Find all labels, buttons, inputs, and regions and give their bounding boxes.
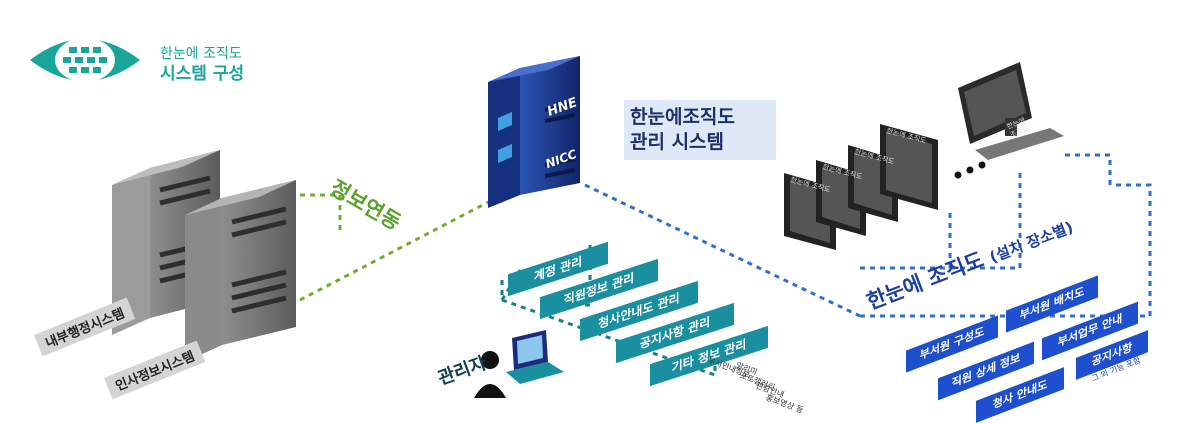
main-server-icon: [488, 56, 580, 208]
laptop-icon: [506, 330, 564, 384]
kiosk-link-lines: [584, 153, 1152, 318]
hr-system-server-icon: [185, 180, 296, 362]
management-title-line1: 한눈에조직도: [630, 106, 735, 128]
info-link-line: [299, 193, 501, 302]
management-system-title: 한눈에조직도 관리 시스템: [624, 100, 776, 160]
kiosk-monitor-icons: [784, 62, 1064, 250]
logo-line1: 한눈에 조직도: [160, 46, 242, 62]
eye-icon: [30, 38, 140, 82]
admin-person-icon: [474, 351, 506, 398]
logo-line2: 시스템 구성: [160, 64, 245, 84]
logo-text: 한눈에 조직도 시스템 구성: [160, 44, 244, 84]
management-title-line2: 관리 시스템: [630, 131, 725, 153]
